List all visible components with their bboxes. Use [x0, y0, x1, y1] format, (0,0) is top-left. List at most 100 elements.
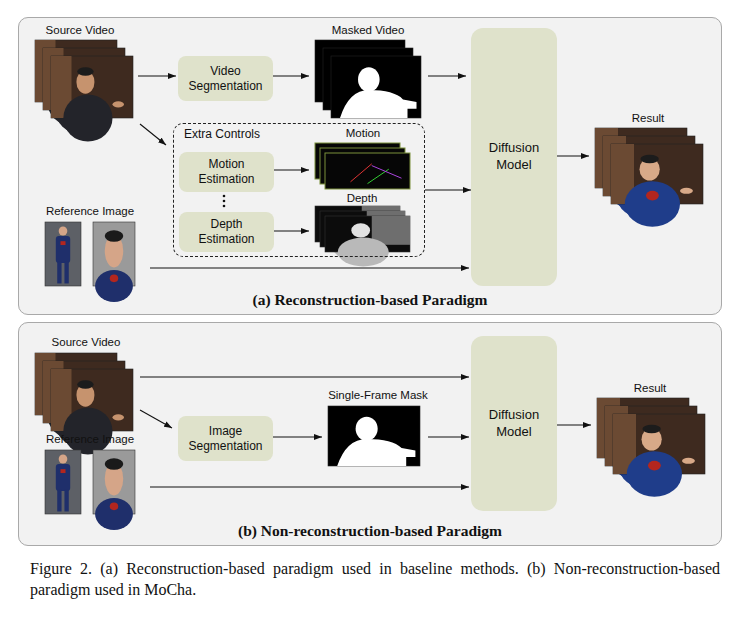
- image-label: Reference Image: [46, 205, 134, 217]
- illustration-shape: [110, 502, 118, 510]
- illustration-shape: [613, 414, 705, 474]
- model-box: Diffusion Model: [471, 336, 557, 511]
- flow-arrow: [428, 436, 469, 437]
- panel-title: (a) Reconstruction-based Paradigm: [19, 291, 721, 309]
- video-frame: [613, 414, 705, 497]
- illustration-shape: [77, 380, 93, 389]
- illustration-shape: [59, 454, 68, 463]
- box-label: Video Segmentation: [178, 64, 273, 94]
- illustration-shape: [328, 406, 420, 466]
- illustration-shape: [45, 450, 81, 514]
- illustration-shape: [57, 262, 61, 284]
- image-label: Single-Frame Mask: [328, 389, 428, 401]
- illustration-shape: [340, 90, 417, 118]
- illustration-shape: [331, 56, 421, 118]
- illustration-shape: [77, 67, 93, 76]
- flow-arrow: [140, 410, 172, 428]
- box-label: Diffusion Model: [471, 140, 557, 174]
- ellipsis-dot: [223, 205, 226, 208]
- illustration-shape: [45, 222, 81, 286]
- panel-ground: [18, 322, 722, 546]
- image-label: Masked Video: [332, 24, 405, 36]
- flow-arrow: [428, 75, 466, 76]
- video-frame: [93, 222, 135, 302]
- illustration-shape: [325, 153, 410, 189]
- flow-arrow: [150, 267, 469, 268]
- figure-caption: Figure 2. (a) Reconstruction-based parad…: [30, 558, 720, 600]
- illustration-shape: [648, 461, 661, 471]
- flow-arrow: [272, 230, 309, 231]
- illustration-shape: [60, 469, 65, 473]
- process-box: Depth Estimation: [179, 212, 274, 252]
- flow-arrow: [140, 376, 469, 377]
- image-label: Depth: [347, 192, 378, 204]
- process-box: Image Segmentation: [178, 416, 273, 461]
- illustration-shape: [95, 270, 133, 302]
- video-frame: [93, 450, 135, 530]
- illustration-shape: [63, 407, 112, 454]
- flow-arrow: [272, 436, 322, 437]
- flow-arrow: [425, 189, 471, 190]
- illustration-shape: [351, 223, 370, 237]
- box-label: Image Segmentation: [178, 424, 273, 454]
- flow-arrow: [272, 169, 309, 170]
- video-frame: [611, 144, 703, 227]
- paradigm-panel: (a) Reconstruction-based Paradigm Video S…: [18, 17, 722, 315]
- illustration-shape: [356, 417, 378, 441]
- ellipsis-dot: [223, 200, 226, 203]
- illustration-shape: [110, 274, 118, 282]
- video-frame: [51, 56, 133, 142]
- illustration-shape: [642, 425, 660, 433]
- illustration-shape: [59, 226, 68, 235]
- illustration-shape: [113, 414, 124, 420]
- illustration-shape: [95, 498, 133, 530]
- illustration-shape: [351, 164, 372, 182]
- illustration-shape: [56, 236, 70, 263]
- illustration-shape: [113, 101, 124, 107]
- illustration-shape: [63, 94, 112, 141]
- flow-arrow: [556, 155, 589, 156]
- illustration-shape: [105, 458, 123, 470]
- illustration-shape: [625, 181, 680, 227]
- illustration-shape: [64, 262, 68, 284]
- process-box: Video Segmentation: [178, 56, 273, 101]
- illustration-shape: [338, 238, 389, 267]
- controls-group: Extra ControlsMotion EstimationDepth Est…: [173, 123, 425, 257]
- image-label: Result: [634, 382, 667, 394]
- illustration-shape: [372, 166, 402, 179]
- model-box: Diffusion Model: [471, 28, 557, 286]
- image-label: Result: [632, 112, 665, 124]
- illustration-shape: [627, 451, 682, 497]
- image-label: Source Video: [52, 336, 121, 348]
- image-label: Source Video: [46, 24, 115, 36]
- illustration-shape: [56, 464, 70, 491]
- illustration-shape: [337, 439, 415, 466]
- illustration-shape: [60, 241, 65, 245]
- illustration-shape: [640, 155, 658, 163]
- flow-arrow: [556, 424, 591, 425]
- process-box: Motion Estimation: [179, 152, 274, 192]
- panel-title: (b) Non-reconstruction-based Paradigm: [19, 522, 721, 540]
- video-frame: [45, 222, 81, 286]
- video-frame: [325, 216, 410, 266]
- box-label: Motion Estimation: [179, 157, 274, 187]
- flow-arrow: [140, 124, 166, 145]
- illustration-shape: [680, 188, 693, 194]
- video-frame: [331, 56, 421, 118]
- video-frame: [45, 450, 81, 514]
- box-label: Depth Estimation: [179, 217, 274, 247]
- box-label: Diffusion Model: [471, 407, 557, 441]
- group-heading: Extra Controls: [184, 127, 260, 141]
- illustration-shape: [57, 490, 61, 512]
- flow-arrow: [272, 75, 309, 76]
- flow-arrow: [138, 75, 176, 76]
- illustration-shape: [358, 67, 380, 92]
- illustration-shape: [682, 458, 695, 464]
- illustration-shape: [646, 191, 659, 201]
- video-frame: [328, 406, 420, 466]
- video-frame: [325, 153, 410, 189]
- image-label: Motion: [346, 127, 381, 139]
- illustration-shape: [611, 144, 703, 204]
- ellipsis-dot: [223, 195, 226, 198]
